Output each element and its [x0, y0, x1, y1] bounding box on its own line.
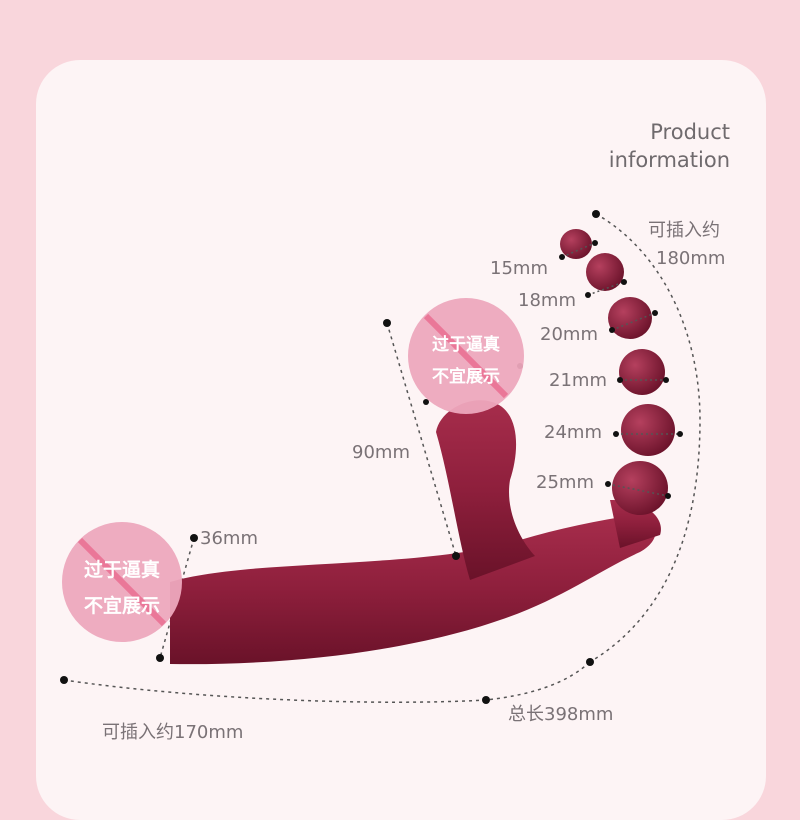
bead-size-2: 18mm: [518, 290, 576, 311]
product-illustration: 过于逼真 不宜展示 过于逼真 不宜展示: [60, 210, 701, 704]
upright-shaft: [436, 400, 535, 580]
total-length-label: 总长398mm: [508, 704, 614, 725]
censor-badge-left: 过于逼真 不宜展示: [62, 522, 182, 642]
censor-text-top-1: 过于逼真: [432, 334, 500, 355]
bead-insert-label-1: 可插入约: [648, 220, 720, 241]
main-body: [170, 514, 656, 665]
bead-dimension-lines: [561, 242, 680, 497]
bead-size-3: 20mm: [540, 324, 598, 345]
bead-insert-label-2: 180mm: [656, 248, 726, 269]
censor-text-left-1: 过于逼真: [84, 558, 160, 581]
bead-5: [621, 404, 675, 456]
insert-length-label: 可插入约170mm: [102, 722, 244, 743]
censor-badge-top: 过于逼真 不宜展示: [408, 298, 524, 414]
title-line-1: Product: [650, 120, 730, 144]
shaft-length-line: [386, 322, 457, 557]
bead-3: [608, 297, 652, 339]
censor-text-top-2: 不宜展示: [432, 366, 500, 387]
bead-1: [560, 229, 592, 259]
censor-text-left-2: 不宜展示: [84, 594, 160, 617]
bead-6: [612, 461, 668, 515]
bead-size-5: 24mm: [544, 422, 602, 443]
total-length-arc: [63, 661, 591, 703]
bead-size-1: 15mm: [490, 258, 548, 279]
title-line-2: information: [608, 148, 730, 172]
diameter-label: 36mm: [200, 528, 258, 549]
shaft-length-label: 90mm: [352, 442, 410, 463]
bead-4: [619, 349, 665, 395]
bead-size-6: 25mm: [536, 472, 594, 493]
bead-2: [586, 253, 624, 291]
bead-size-4: 21mm: [549, 370, 607, 391]
product-info-title: Product information: [609, 118, 730, 174]
